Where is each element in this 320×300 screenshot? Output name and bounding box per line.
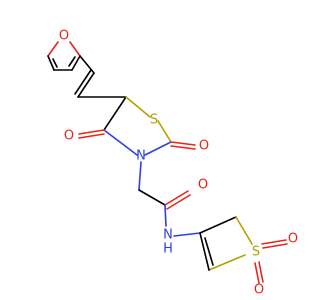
atom-furan-o: O <box>59 29 69 44</box>
bond-furan-c1-c2 <box>47 55 55 71</box>
bond-co-o-double-2 <box>166 194 191 210</box>
bond-furan-to-methine <box>79 55 95 74</box>
bond-s-o-bottom-2 <box>258 261 264 283</box>
atom-carbonyl-o-left: O <box>64 129 74 144</box>
atom-amide-o: O <box>198 178 208 193</box>
bond-furan-c1-c2-inner <box>52 58 58 68</box>
bond-s-o-bottom <box>254 262 260 284</box>
atom-thiazolidine-n: N <box>136 149 146 164</box>
bond-ring-c2-s <box>235 216 253 245</box>
atom-thiazolidine-s: S <box>150 113 158 128</box>
bond-ring-c3-c2 <box>199 216 237 234</box>
bonds <box>47 41 288 284</box>
bond-furan-o-c1 <box>47 41 59 57</box>
atom-carbonyl-o-right: O <box>199 139 209 154</box>
bond-c5-c4 <box>103 96 127 131</box>
bond-nh-ring <box>173 232 201 237</box>
bond-c4-o-double <box>78 129 105 135</box>
atom-sulfone-o-top: O <box>288 232 298 247</box>
bond-furan-c4-o <box>69 41 81 57</box>
bond-n-c4 <box>103 129 138 156</box>
atom-sulfone-s: S <box>252 245 260 260</box>
bond-n-ch2 <box>138 161 142 191</box>
bond-ring-c5-c4-double <box>199 232 210 271</box>
bond-s-o-top-2 <box>262 243 288 249</box>
bond-furan-c3-c4-inner <box>68 56 76 67</box>
bond-c5-s <box>125 96 151 118</box>
bond-methine-exo-double-2 <box>74 69 92 95</box>
bond-methine-exo-double <box>77 72 95 98</box>
bond-ring-s-c5 <box>208 254 246 271</box>
bond-co-nh <box>164 204 167 227</box>
bond-ring-c5-c4-double-2 <box>204 237 214 266</box>
bond-s-o-top <box>261 239 287 245</box>
bond-c4-o-double-2 <box>78 133 105 139</box>
molecule-structure: O S N O O O N H S O O <box>47 29 298 298</box>
bond-c2-o-double <box>170 141 196 146</box>
bond-ch2-co <box>138 189 166 206</box>
atom-labels: O S N O O O N H S O O <box>59 29 298 298</box>
bond-s-c2 <box>157 120 172 143</box>
atom-amide-n: N <box>163 228 173 243</box>
bond-furan-c3-c4 <box>71 55 81 71</box>
atom-sulfone-o-bottom: O <box>254 283 264 298</box>
bond-co-o-double <box>164 190 189 206</box>
bond-c2-o-double-2 <box>170 145 196 150</box>
bond-c2-n <box>144 141 172 156</box>
atom-amide-h: H <box>163 242 173 257</box>
